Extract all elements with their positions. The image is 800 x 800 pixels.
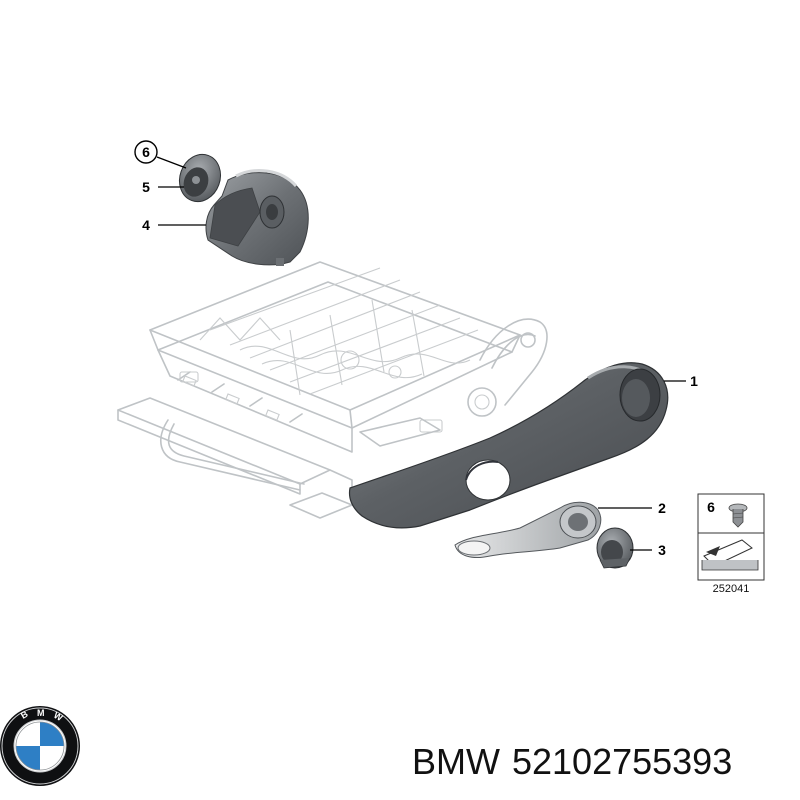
callout-leaders [156, 156, 686, 551]
callout-5: 5 [142, 179, 150, 195]
callout-1: 1 [690, 373, 698, 389]
direction-arrow-icon [701, 539, 759, 571]
svg-text:M: M [37, 708, 45, 718]
screw-icon [728, 503, 748, 528]
lever-handle-part [454, 501, 602, 559]
side-trim-panel-part [348, 362, 669, 529]
recliner-cover-part [205, 169, 309, 266]
legend-code: 252041 [713, 583, 750, 595]
callout-labels: 6 5 4 1 2 3 [134, 140, 698, 558]
part-caption: BMW 52102755393 [412, 740, 732, 784]
callout-6: 6 [142, 144, 150, 160]
small-cap-part [596, 527, 634, 569]
legend-box: 6 252041 [697, 493, 765, 595]
caption-brand: BMW [412, 741, 500, 782]
callout-2: 2 [658, 500, 666, 516]
knob-cap-part [178, 153, 222, 203]
svg-text:B: B [19, 709, 30, 721]
callout-6-circle [134, 140, 158, 164]
seat-frame [117, 261, 548, 519]
bmw-logo: B M W [0, 706, 80, 786]
callout-3: 3 [658, 542, 666, 558]
legend-part-number: 6 [707, 499, 715, 515]
callout-4: 4 [142, 217, 150, 233]
caption-part-number: 52102755393 [511, 741, 733, 782]
